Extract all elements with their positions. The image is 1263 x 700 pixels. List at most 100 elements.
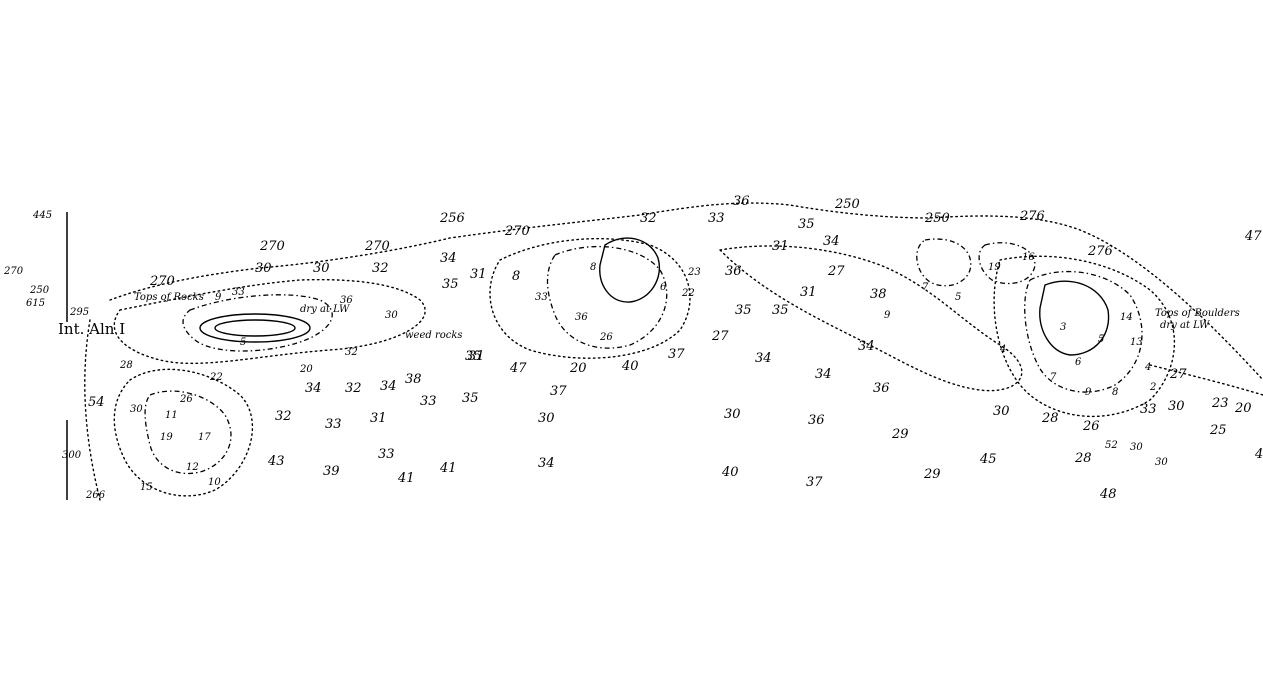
sounding: 36: [733, 194, 750, 209]
sounding: 34: [755, 351, 772, 366]
sounding: 30: [313, 261, 330, 276]
sounding: 7: [922, 282, 929, 293]
depth-contour-inner: [546, 245, 668, 349]
rock-outline: [599, 237, 660, 303]
sounding: 34: [538, 456, 555, 471]
sounding: 28: [1041, 411, 1059, 426]
sounding: 38: [405, 372, 422, 387]
depth-contour-inner: [916, 238, 972, 287]
depth-contour-inner: [1024, 270, 1143, 393]
margin-number: 445: [32, 210, 52, 221]
sounding: 30: [130, 404, 143, 415]
sounding: 34: [440, 251, 457, 266]
sounding: 22: [681, 288, 695, 299]
sounding: 2: [1149, 382, 1156, 393]
sounding: 35: [735, 303, 752, 318]
margin-number: 270: [3, 266, 24, 277]
sounding: 35: [465, 349, 482, 364]
sounding: 32: [372, 261, 389, 276]
sounding: 276: [1087, 244, 1113, 259]
sounding: 31: [800, 285, 817, 300]
depth-contour: [718, 245, 1023, 392]
sounding: 36: [725, 264, 742, 279]
sounding: 36: [873, 381, 890, 396]
sounding: 35: [798, 217, 815, 232]
sounding: 35: [772, 303, 789, 318]
sounding: 32: [345, 347, 358, 358]
sounding: 30: [993, 404, 1010, 419]
sounding: 33: [1140, 402, 1157, 417]
sounding: 27: [827, 264, 845, 279]
sounding: 33: [708, 211, 725, 226]
sounding: 27: [711, 329, 729, 344]
margin-number: 295: [69, 307, 89, 318]
sounding: 14: [1120, 312, 1133, 323]
depth-contour: [113, 368, 254, 497]
sounding: 33: [378, 447, 395, 462]
sounding: 7: [1050, 372, 1057, 383]
rock-label: Tops of Rocks: [134, 292, 204, 303]
sounding: 270: [149, 274, 175, 289]
sounding: 35: [442, 277, 459, 292]
sounding: 270: [364, 239, 390, 254]
sounding: 250: [834, 197, 860, 212]
sounding: 35: [462, 391, 479, 406]
sounding: 12: [186, 462, 199, 473]
sounding: 20: [1234, 401, 1252, 416]
sounding: 8: [590, 262, 596, 273]
sounding: 30: [1130, 442, 1143, 453]
sounding: 9: [1085, 387, 1092, 398]
sounding: 3: [1060, 322, 1066, 333]
sounding: 20: [299, 364, 313, 375]
sounding: 29: [891, 427, 909, 442]
sounding: 33: [232, 287, 245, 298]
depth-contour: [109, 202, 1263, 381]
sounding: 30: [255, 261, 272, 276]
sounding: 31: [772, 239, 789, 254]
sounding: 4: [1144, 362, 1151, 373]
sounding: 33: [535, 292, 548, 303]
sounding: 28: [1074, 451, 1092, 466]
sounding: 47: [509, 361, 527, 376]
sounding: 31: [470, 267, 487, 282]
sounding: 6: [1075, 357, 1082, 368]
sounding: 19: [988, 262, 1001, 273]
sounding: 44: [1254, 447, 1263, 462]
sounding: 43: [267, 454, 285, 469]
sounding: 37: [668, 347, 685, 362]
depth-contour: [113, 278, 426, 365]
depth-contour: [84, 319, 101, 501]
sounding: 17: [198, 432, 211, 443]
sounding: 39: [323, 464, 340, 479]
sounding: 23: [1211, 396, 1229, 411]
sounding: 29: [923, 467, 941, 482]
depth-contour-inner: [182, 294, 333, 352]
sounding: 6: [660, 282, 667, 293]
sounding: 40: [621, 359, 639, 374]
sounding: 37: [806, 475, 823, 490]
depth-contour-inner: [144, 390, 232, 474]
sounding: 28: [119, 360, 133, 371]
place-label: Int. Aln I: [58, 320, 125, 338]
sounding: 40: [721, 465, 739, 480]
sounding: 37: [550, 384, 567, 399]
sounding: 5: [240, 337, 246, 348]
depth-contour: [1149, 364, 1263, 396]
sounding: 19: [160, 432, 173, 443]
margin-number: 615: [26, 298, 45, 309]
sounding: 16: [1022, 252, 1035, 263]
sounding: 34: [815, 367, 832, 382]
sounding: 8: [1112, 387, 1118, 398]
rock-label-sub: dry at LW: [300, 304, 350, 315]
sounding: 30: [538, 411, 555, 426]
rock-label: weed rocks: [405, 330, 463, 341]
sounding: 22: [209, 372, 223, 383]
sounding: 15: [140, 482, 153, 493]
rock-outline: [199, 313, 311, 343]
sounding: 32: [345, 381, 362, 396]
sounding: 4: [999, 344, 1006, 355]
sounding: 34: [305, 381, 322, 396]
sounding: 25: [1209, 423, 1227, 438]
sounding: 5: [1098, 334, 1104, 345]
